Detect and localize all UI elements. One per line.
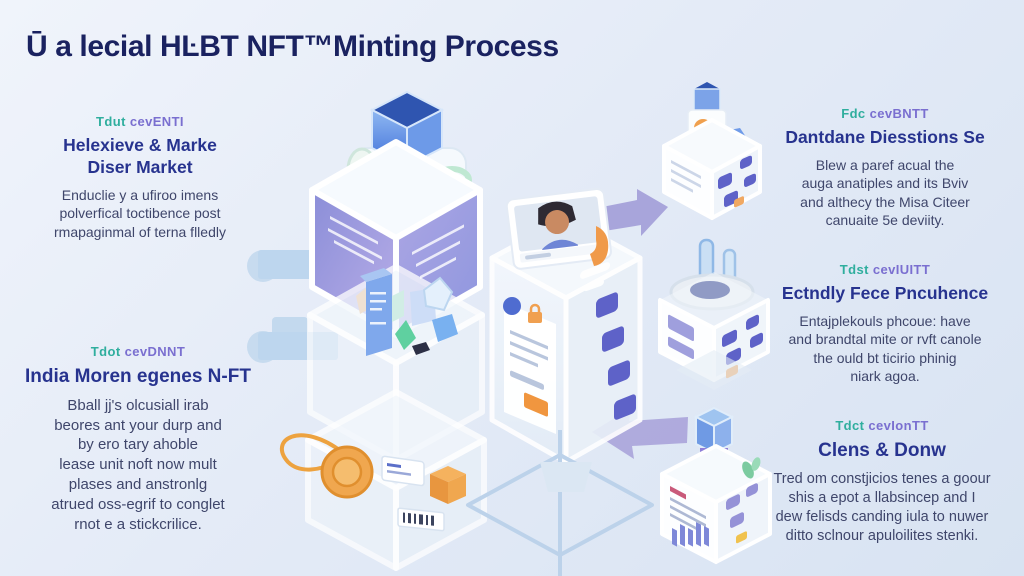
step-heading: Ectndly Fece Pncuhence [781, 283, 989, 303]
step-label: Tdut cevENTI [24, 114, 256, 129]
card-kiosk-icon [662, 82, 762, 220]
step-label-word2: cevIonTT [868, 418, 929, 433]
app-icons-column [596, 292, 636, 420]
page-title: Ū a lecial HĿBT NFT™Minting Process [26, 30, 559, 63]
blue-carton-icon [360, 268, 392, 356]
submit-button-icon [524, 392, 548, 417]
step-label-word1: Tdst [839, 262, 869, 277]
token-coin-icon [320, 445, 374, 499]
step-body: Entajplekouls phcoue: have and brandtal … [788, 312, 982, 385]
step-label-word1: Tdct [835, 418, 865, 433]
step-body: Blew a paref acual the auga anatiples an… [800, 156, 970, 229]
step-block-decisions: Fdc cevBNTT Dantdane Diesstions Se Blew … [760, 106, 1010, 230]
verification-kiosk [466, 187, 654, 576]
crystal-icon [422, 276, 454, 312]
step-block-mint: Tdot cevDNNT India Moren egenes N-FT Bba… [18, 344, 258, 534]
glyph-strip-icon [726, 483, 758, 528]
avatar [538, 201, 579, 251]
step-block-provenance: Tdst cevIUITT Ectndly Fece Pncuhence Ent… [758, 262, 1012, 386]
wireframe-base-icon [466, 430, 654, 576]
kiosk-base-icon [540, 462, 592, 492]
step-heading: Helexieve & Marke Diser Market [63, 135, 217, 177]
step-label-word1: Tdut [96, 114, 126, 129]
barcode-card-icon [397, 507, 445, 532]
coin-badge-icon [503, 297, 521, 315]
id-card-icon [381, 455, 425, 487]
lock-icon [528, 303, 542, 323]
dark-chip-icon [412, 342, 430, 355]
report-face-icon [670, 485, 709, 547]
step-body: Bball jj's olcusiall irab beores ant you… [51, 396, 225, 533]
step-body: Tred om constjicios tenes a goour shis a… [773, 470, 991, 545]
chart-kiosk-icon [660, 406, 772, 564]
step-body: Enduclie y a ufiroo imens polverfical to… [54, 186, 226, 240]
bar-chart-icon [672, 522, 709, 547]
glyph-strip-icon [718, 155, 756, 207]
step-label: Tdct cevIonTT [748, 418, 1016, 433]
step-label-word2: cevENTI [129, 114, 184, 129]
blue-glass-cube-icon [369, 90, 445, 168]
form-panel-icon [504, 302, 556, 434]
step-heading: India Moren egenes N-FT [25, 366, 251, 387]
step-heading: Clens & Donw [818, 440, 946, 461]
step-block-discover: Tdut cevENTI Helexieve & Marke Diser Mar… [24, 114, 256, 241]
step-heading: Dantdane Diesstions Se [785, 127, 985, 147]
step-label-word2: cevBNTT [869, 106, 929, 121]
step-label: Tdst cevIUITT [758, 262, 1012, 277]
token-cube-icon [280, 389, 487, 571]
orange-cord-icon [280, 433, 344, 472]
minting-tower [280, 90, 487, 571]
flask-kiosk-icon [658, 238, 770, 390]
green-shard-icon [395, 320, 416, 350]
step-block-done: Tdct cevIonTT Clens & Donw Tred om const… [748, 418, 1016, 546]
step-label: Tdot cevDNNT [18, 344, 258, 359]
orange-handle-icon [590, 226, 609, 266]
step-label: Fdc cevBNTT [760, 106, 1010, 121]
step-label-word2: cevIUITT [872, 262, 931, 277]
step-label-word1: Fdc [841, 106, 866, 121]
step-label-word1: Tdot [90, 344, 121, 359]
blue-gem-icon [432, 314, 458, 342]
avatar-monitor-icon [505, 187, 612, 270]
step-label-word2: cevDNNT [124, 344, 186, 359]
leaf-icon [742, 457, 761, 479]
orange-cube-icon [430, 466, 466, 504]
